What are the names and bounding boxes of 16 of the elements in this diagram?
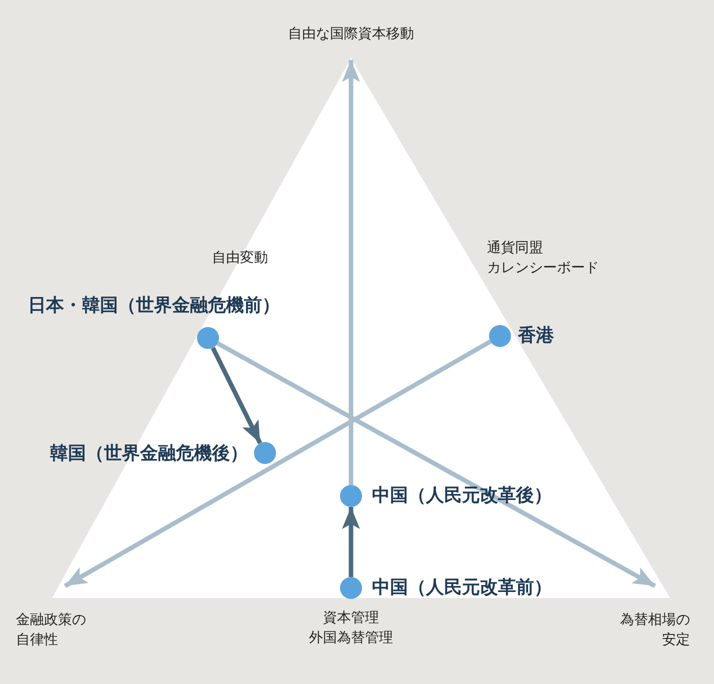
country-label: 中国（人民元改革前）	[372, 578, 552, 598]
arrow	[64, 340, 492, 588]
arrow	[342, 60, 360, 485]
side-label: 資本管理外国為替管理	[308, 609, 394, 648]
axis-label: 為替相場の安定	[586, 586, 690, 662]
country-label: 香港	[518, 326, 554, 346]
axis-label: 自由な国際資本移動	[256, 24, 446, 60]
side-label: 通貨同盟カレンシーボード	[487, 239, 600, 278]
arrow	[216, 341, 656, 588]
side-label: 自由変動	[211, 249, 269, 268]
arrow	[342, 507, 360, 577]
country-label: 韓国（世界金融危機後）	[50, 444, 248, 464]
axis-label: 金融政策の自律性	[16, 586, 116, 662]
country-label: 中国（人民元改革後）	[372, 486, 552, 506]
country-label: 日本・韓国（世界金融危機前）	[28, 296, 280, 316]
arrow	[210, 346, 262, 444]
